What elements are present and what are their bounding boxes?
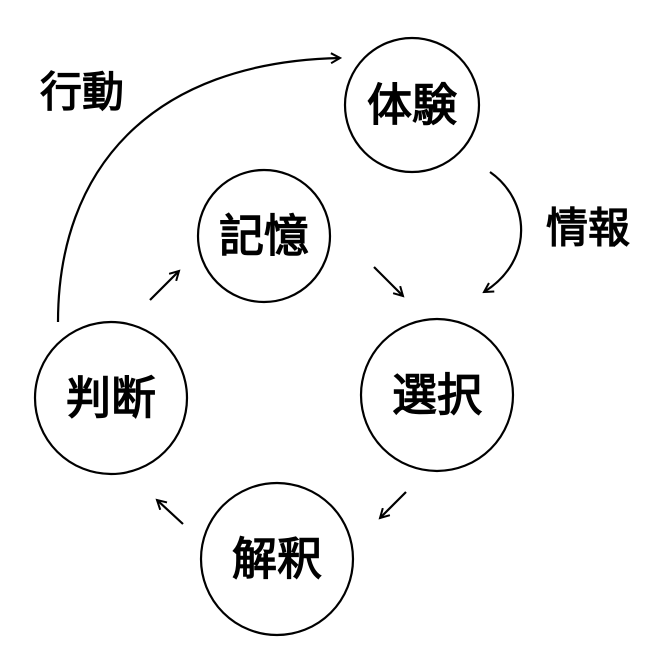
node-circle	[343, 36, 481, 174]
node-handan: 判断	[33, 320, 189, 476]
node-circle	[33, 320, 189, 476]
arrow-handan-to-taiken	[56, 58, 340, 323]
node-label: 判断	[66, 372, 156, 425]
edge-label-koudou: 行動	[40, 68, 124, 117]
arrow-handan-to-kioku	[149, 271, 179, 301]
edge-label-jouhou: 情報	[546, 204, 630, 253]
arrow-kaishaku-to-handan	[157, 500, 184, 525]
node-kioku: 記憶	[196, 168, 332, 304]
node-circle	[199, 481, 355, 637]
node-sentaku: 選択	[359, 317, 515, 473]
node-circle	[359, 317, 515, 473]
node-label: 解釈	[232, 533, 322, 586]
arrow-sentaku-to-kaishaku	[380, 491, 407, 518]
node-taiken: 体験	[343, 36, 481, 174]
node-kaishaku: 解釈	[199, 481, 355, 637]
node-circle	[196, 168, 332, 304]
node-label: 選択	[392, 369, 483, 422]
node-label: 記憶	[219, 210, 309, 263]
arrow-taiken-to-sentaku	[484, 171, 523, 292]
node-label: 体験	[367, 79, 458, 132]
arrow-kioku-to-sentaku	[373, 266, 403, 296]
